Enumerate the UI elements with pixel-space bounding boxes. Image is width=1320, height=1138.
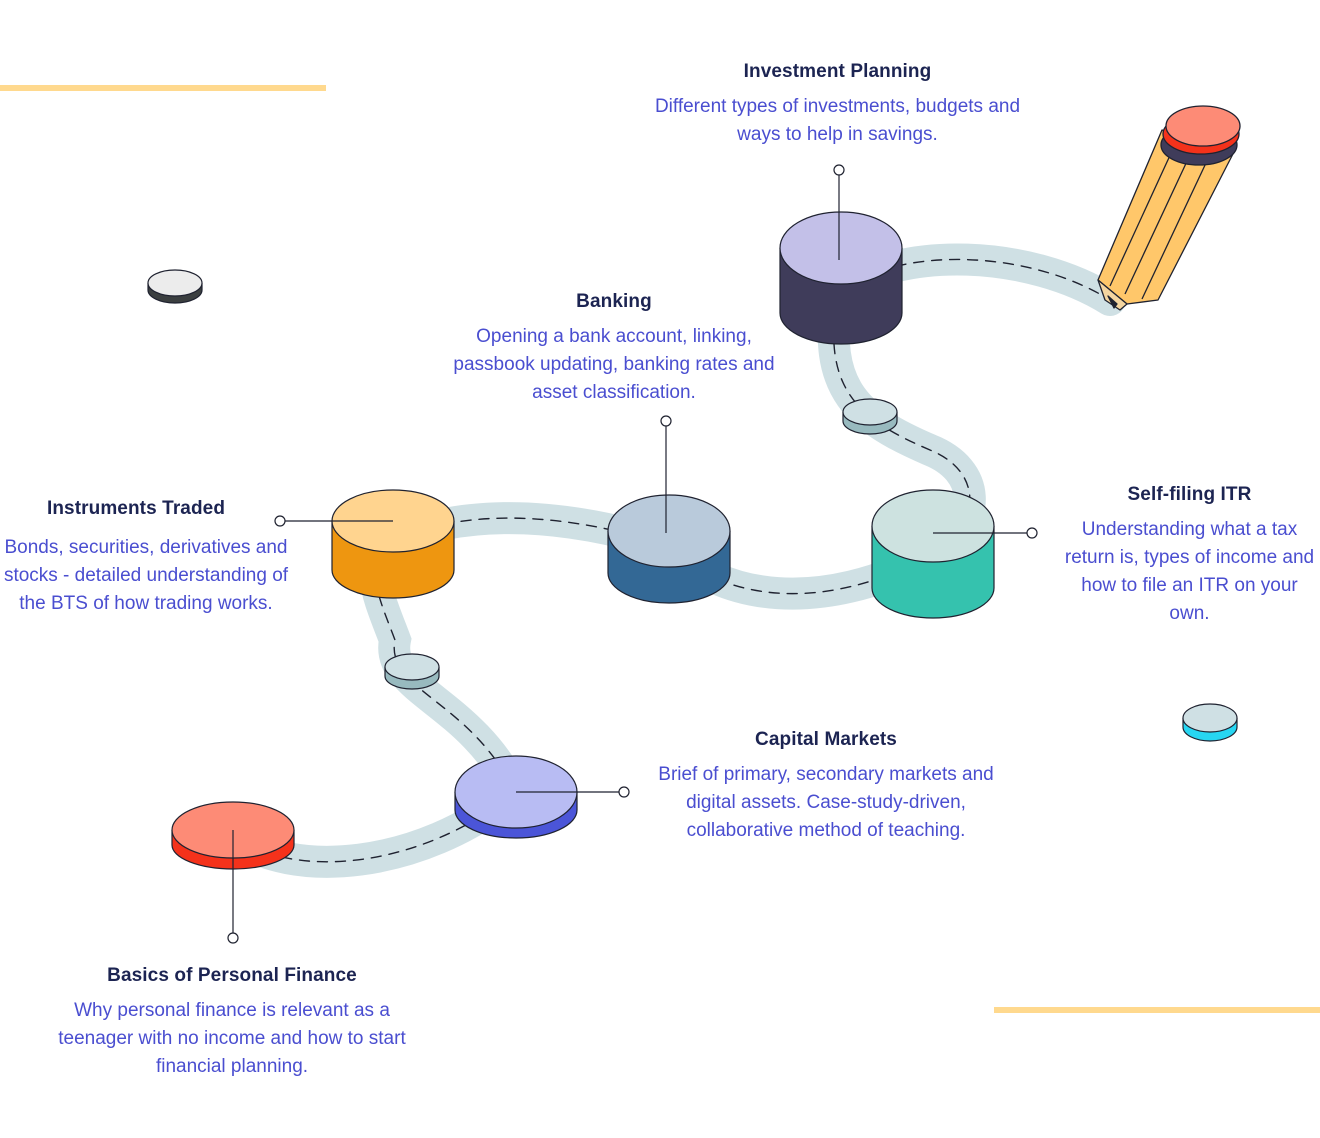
token-icon (842, 398, 898, 435)
investment-connector-dot (833, 164, 845, 176)
topic-description: Understanding what a tax return is, type… (1064, 519, 1315, 624)
topic-instruments-traded: Instruments Traded Bonds, securities, de… (0, 498, 288, 618)
pencil-icon (1097, 105, 1241, 311)
topic-description: Opening a bank account, linking, passboo… (453, 326, 775, 403)
instruments-cylinder (331, 489, 455, 599)
itr-connector-dot (1026, 527, 1038, 539)
topic-self-filing-itr: Self-filing ITR Understanding what a tax… (1062, 484, 1317, 628)
topic-description: Different types of investments, budgets … (654, 96, 1021, 145)
capital-cylinder (454, 755, 578, 839)
topic-capital-markets: Capital Markets Brief of primary, second… (650, 729, 1002, 845)
banking-connector-dot (660, 415, 672, 427)
token-icon (1182, 703, 1238, 742)
topic-investment-planning: Investment Planning Different types of i… (640, 61, 1035, 149)
topic-title: Basics of Personal Finance (107, 965, 357, 986)
token-icon (384, 653, 440, 690)
investment-cylinder (779, 211, 903, 345)
banking-cylinder (607, 494, 731, 604)
instruments-connector-dot (274, 515, 286, 527)
capital-connector-dot (618, 786, 630, 798)
topic-basics-personal-finance: Basics of Personal Finance Why personal … (52, 965, 412, 1081)
topic-description: Bonds, securities, derivatives and stock… (3, 537, 289, 614)
topic-description: Brief of primary, secondary markets and … (658, 764, 994, 841)
topic-title: Investment Planning (743, 61, 932, 82)
topic-title: Capital Markets (755, 729, 897, 750)
topic-description: Why personal finance is relevant as a te… (58, 1000, 406, 1077)
itr-cylinder (871, 489, 995, 619)
topic-title: Banking (576, 291, 652, 312)
token-icon (147, 269, 203, 304)
basics-connector-dot (227, 932, 239, 944)
topic-title: Self-filing ITR (1127, 484, 1252, 505)
topic-title: Instruments Traded (46, 498, 226, 519)
topic-banking: Banking Opening a bank account, linking,… (445, 291, 783, 407)
